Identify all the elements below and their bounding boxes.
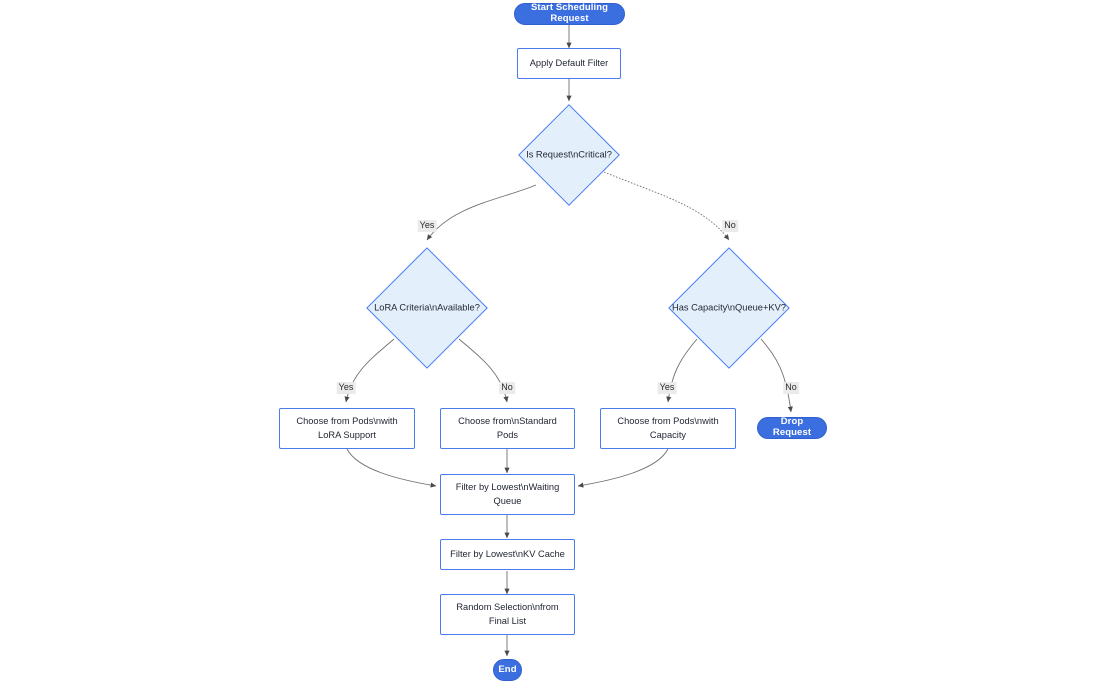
node-is-request-critical-label: Is Request\nCritical? [526, 149, 612, 160]
node-filter-kv-cache-label: Filter by Lowest\nKV Cache [450, 548, 565, 559]
node-filter-waiting-queue-line2: Queue [493, 495, 522, 506]
node-choose-standard-pods-line2: Pods [496, 429, 519, 440]
edge-label-lora-no-text: No [501, 382, 513, 393]
node-has-capacity-queue-kv-label: Has Capacity\nQueue+KV? [672, 302, 786, 313]
node-random-selection-line1: Random Selection\nfrom [456, 602, 559, 613]
node-choose-pods-with-capacity[interactable]: Choose from Pods\nwith Capacity [600, 408, 736, 449]
node-choose-pods-lora-line1: Choose from Pods\nwith [296, 416, 398, 427]
edge-label-capacity-yes: Yes [657, 382, 677, 394]
edge-label-capacity-yes-text: Yes [659, 382, 675, 393]
node-start-label: Start Scheduling Request [530, 2, 609, 24]
node-choose-standard-pods[interactable]: Choose from\nStandard Pods [440, 408, 575, 449]
edge-label-lora-yes: Yes [336, 382, 356, 394]
node-drop-request[interactable]: Drop Request [757, 416, 827, 439]
edge-pods-capacity-to-filter-queue [577, 448, 669, 488]
edge-label-capacity-no: No [783, 382, 799, 394]
node-choose-pods-capacity-line1: Choose from Pods\nwith [617, 416, 719, 427]
edge-is-critical-to-capacity [603, 171, 730, 241]
node-lora-criteria-available[interactable]: LoRA Criteria\nAvailable? [366, 247, 488, 369]
edge-label-lora-yes-text: Yes [338, 382, 354, 393]
edge-pods-lora-to-filter-queue [346, 448, 437, 488]
node-choose-pods-capacity-line2: Capacity [649, 429, 687, 440]
edge-is-critical-to-lora [426, 184, 537, 241]
node-start[interactable]: Start Scheduling Request [514, 2, 625, 25]
node-choose-standard-pods-line1: Choose from\nStandard [458, 416, 557, 427]
edge-label-critical-yes: Yes [417, 220, 437, 232]
node-apply-default-filter[interactable]: Apply Default Filter [517, 48, 621, 79]
node-random-selection-from-final-list[interactable]: Random Selection\nfrom Final List [440, 594, 575, 635]
node-is-request-critical[interactable]: Is Request\nCritical? [518, 104, 620, 206]
edge-label-critical-no-text: No [724, 220, 736, 231]
node-choose-pods-lora-line2: LoRA Support [318, 429, 376, 440]
node-lora-criteria-available-label: LoRA Criteria\nAvailable? [374, 302, 480, 313]
edge-label-capacity-no-text: No [785, 382, 797, 393]
edge-label-critical-yes-text: Yes [419, 220, 435, 231]
node-choose-pods-with-lora-support[interactable]: Choose from Pods\nwith LoRA Support [279, 408, 415, 449]
edge-label-lora-no: No [499, 382, 515, 394]
node-filter-waiting-queue-line1: Filter by Lowest\nWaiting [455, 482, 560, 493]
node-end-label: End [498, 663, 517, 675]
edge-label-critical-no: No [722, 220, 738, 232]
node-filter-by-lowest-kv-cache[interactable]: Filter by Lowest\nKV Cache [440, 539, 575, 570]
node-end[interactable]: End [493, 659, 522, 681]
node-apply-default-filter-label: Apply Default Filter [529, 57, 609, 68]
node-filter-by-lowest-waiting-queue[interactable]: Filter by Lowest\nWaiting Queue [440, 474, 575, 515]
node-drop-request-label: Drop Request [772, 416, 812, 438]
node-random-selection-line2: Final List [488, 615, 527, 626]
node-has-capacity-queue-kv[interactable]: Has Capacity\nQueue+KV? [668, 247, 790, 369]
